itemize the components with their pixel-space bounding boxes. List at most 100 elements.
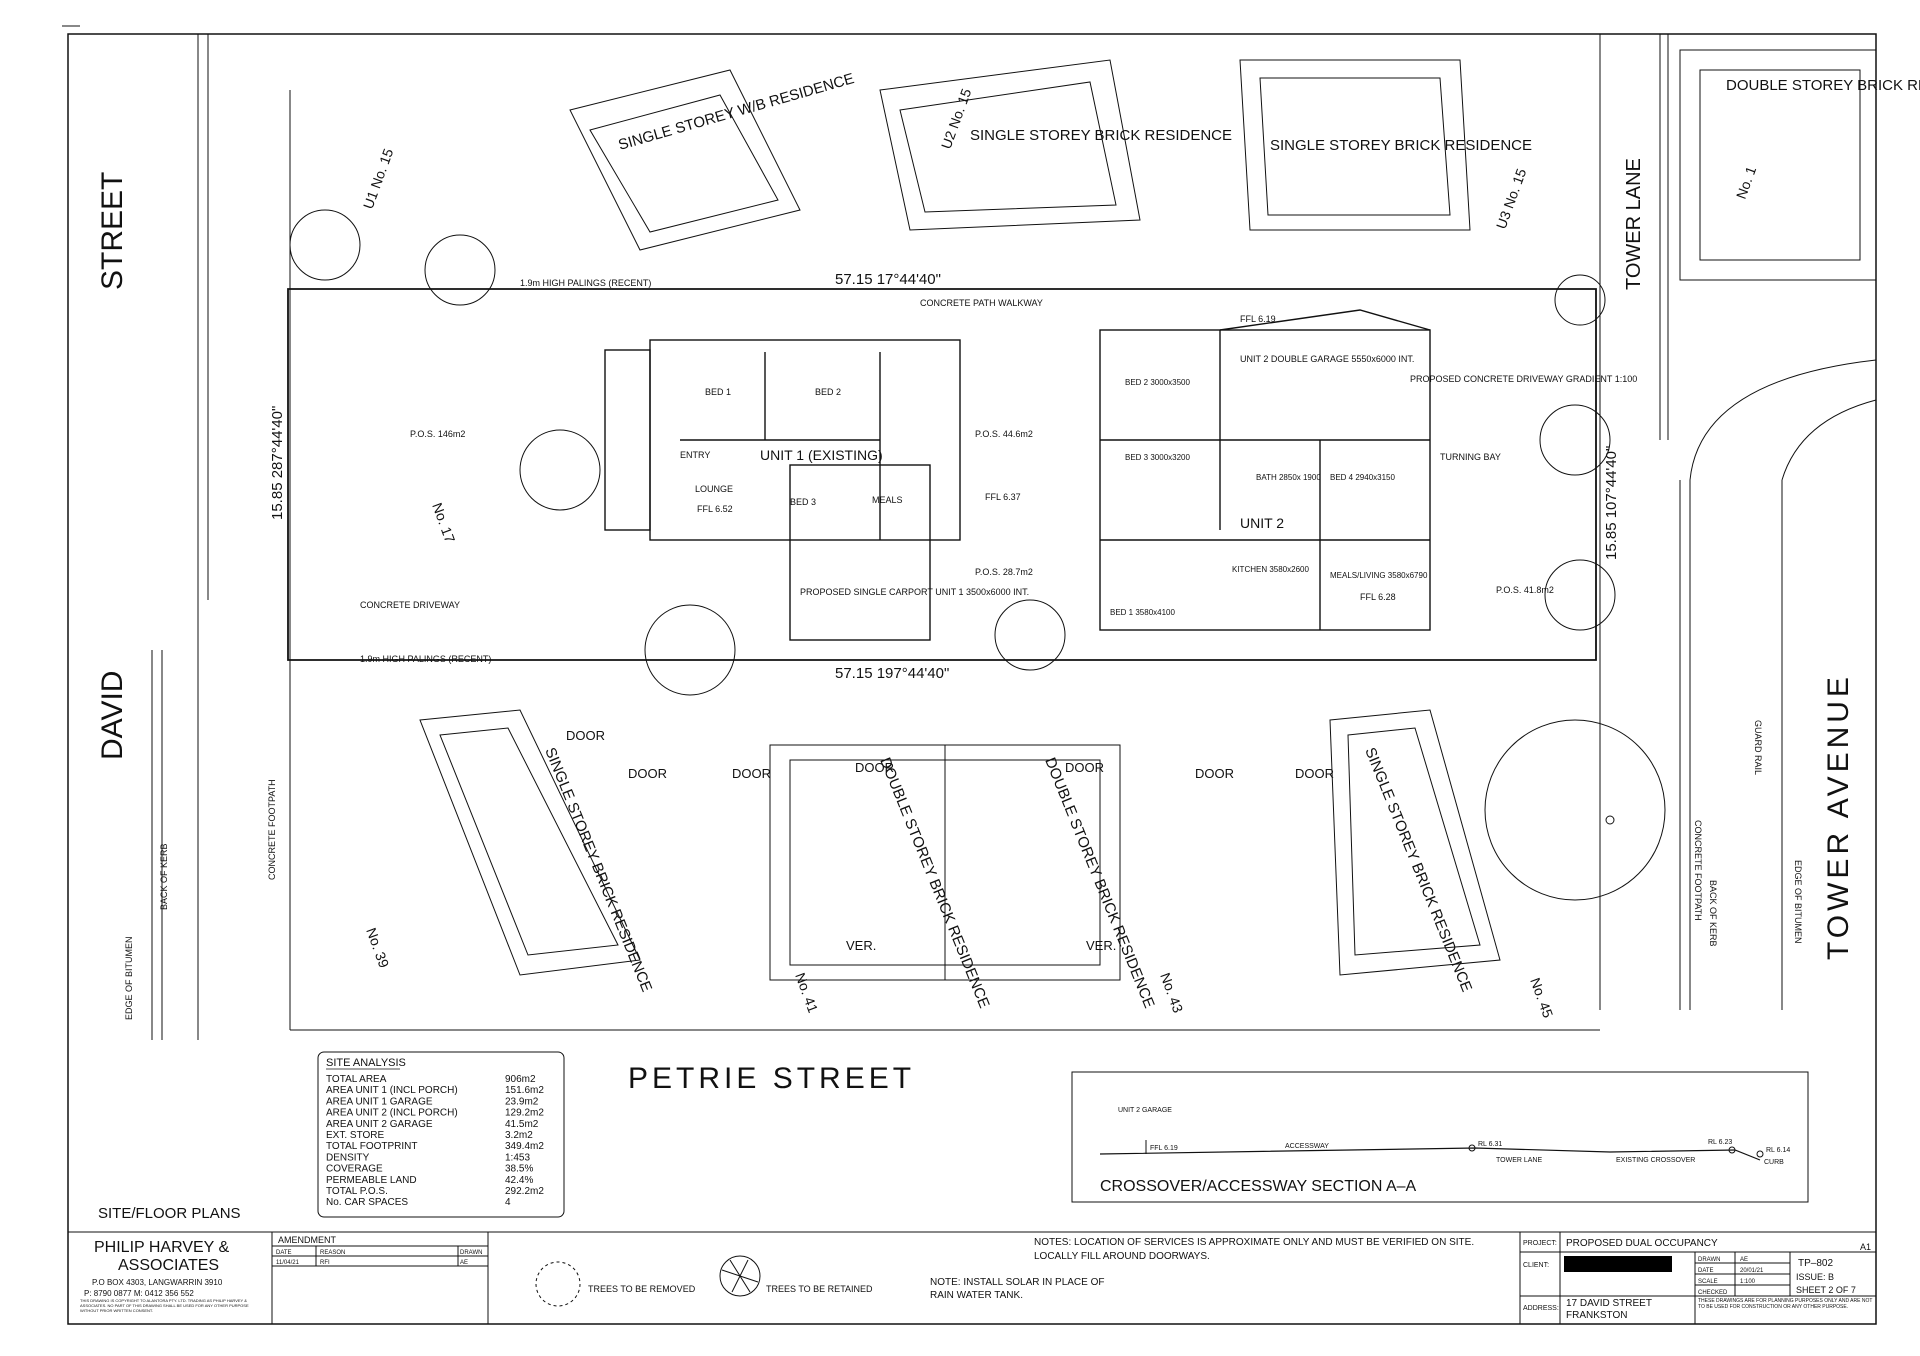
section-rl-614: RL 6.14 — [1766, 1147, 1790, 1154]
unit1-label: UNIT 1 (EXISTING) — [760, 447, 883, 463]
site-analysis-row-value: 151.6m2 — [505, 1085, 544, 1096]
sheet-border — [67, 33, 1877, 1325]
ffl-637-label: FFL 6.37 — [985, 492, 1021, 502]
boundary-right-label: 15.85 107°44'40" — [1603, 446, 1620, 560]
site-analysis-row-value: 23.9m2 — [505, 1096, 539, 1107]
section-tower-lane: TOWER LANE — [1496, 1157, 1542, 1164]
site-analysis-row-value: 292.2m2 — [505, 1186, 544, 1197]
edge-bitumen-label-left: EDGE OF BITUMEN — [124, 936, 134, 1020]
drawn-label: DRAWN — [1698, 1257, 1720, 1263]
boundary-top-label: 57.15 17°44'40" — [835, 271, 941, 288]
ver-label-2: VER. — [1086, 938, 1116, 953]
kitchen-u2-label: KITCHEN 3580x2600 — [1232, 565, 1309, 574]
amend-drawn: AE — [460, 1260, 468, 1266]
site-analysis-row-label: TOTAL FOOTPRINT — [326, 1141, 417, 1152]
unit2-outline — [1099, 309, 1431, 631]
lounge-label: LOUNGE — [695, 484, 733, 494]
no17-label: No. 17 — [429, 501, 458, 545]
garage-label: UNIT 2 DOUBLE GARAGE 5550x6000 INT. — [1240, 354, 1414, 364]
ffl-628-label: FFL 6.28 — [1360, 592, 1396, 602]
site-analysis-row-label: AREA UNIT 1 (INCL PORCH) — [326, 1085, 458, 1096]
section-existing-crossover: EXISTING CROSSOVER — [1616, 1157, 1695, 1164]
site-boundary — [287, 288, 1597, 661]
double-brick-residence-label-1: DOUBLE STOREY BRICK RESIDENCE — [876, 755, 992, 1010]
no41-label: No. 41 — [792, 971, 821, 1015]
unit1-outline — [604, 339, 961, 641]
drawn-value: AE — [1740, 1257, 1748, 1263]
david-street-label-2: DAVID — [96, 671, 129, 760]
carport-label: PROPOSED SINGLE CARPORT UNIT 1 3500x6000… — [800, 587, 1029, 597]
section-accessway: ACCESSWAY — [1285, 1143, 1329, 1150]
u1-no15-label: U1 No. 15 — [360, 146, 397, 211]
proposed-driveway-label: PROPOSED CONCRETE DRIVEWAY GRADIENT 1:10… — [1410, 374, 1637, 384]
ffl-619-label: FFL 6.19 — [1240, 314, 1276, 324]
site-analysis-row-value: 38.5% — [505, 1164, 533, 1175]
concrete-footpath-label-left: CONCRETE FOOTPATH — [267, 779, 277, 880]
door-label-6: DOOR — [1195, 766, 1234, 781]
disclaimer-note: THESE DRAWINGS ARE FOR PLANNING PURPOSES… — [1698, 1298, 1872, 1310]
neighbour-houses-bottom — [419, 709, 1501, 981]
concrete-driveway-label: CONCRETE DRIVEWAY — [360, 600, 460, 610]
door-label-1: DOOR — [566, 728, 605, 743]
amend-reason: RFI — [320, 1260, 330, 1266]
site-analysis-row-value: 4 — [505, 1197, 511, 1208]
amendment-heading: AMENDMENT — [278, 1235, 337, 1245]
pos-4-label: P.O.S. 41.8m2 — [1496, 585, 1554, 595]
door-label-3: DOOR — [732, 766, 771, 781]
date-value: 20/01/21 — [1740, 1268, 1764, 1274]
solar-note: NOTE: INSTALL SOLAR IN PLACE OF RAIN WAT… — [930, 1277, 1105, 1301]
legend-trees-retained: TREES TO BE RETAINED — [766, 1284, 873, 1294]
firm-address: P.O BOX 4303, LANGWARRIN 3910 — [92, 1278, 223, 1287]
site-analysis-row-label: No. CAR SPACES — [326, 1197, 408, 1208]
edge-bitumen-label-right: EDGE OF BITUMEN — [1793, 860, 1803, 944]
site-analysis-row-value: 42.4% — [505, 1175, 533, 1186]
bed3-label: BED 3 — [790, 497, 816, 507]
ver-label-1: VER. — [846, 938, 876, 953]
copyright-note: THIS DRAWING IS COPYRIGHT TO ALANTORA PT… — [80, 1298, 249, 1313]
crossover-section: UNIT 2 GARAGE FFL 6.19 ACCESSWAY RL 6.31… — [1071, 1071, 1809, 1203]
project-label: PROJECT: — [1523, 1240, 1557, 1247]
section-rl-631: RL 6.31 — [1478, 1141, 1502, 1148]
guard-rail-label: GUARD RAIL — [1753, 720, 1763, 775]
single-brick-residence-label-4: SINGLE STOREY BRICK RESIDENCE — [1361, 745, 1475, 994]
section-title: CROSSOVER/ACCESSWAY SECTION A–A — [1100, 1178, 1417, 1195]
david-street-label-1: STREET — [96, 172, 129, 290]
title-block-frame — [68, 1231, 1876, 1324]
petrie-street-label: PETRIE STREET — [628, 1062, 915, 1095]
amend-col-date: DATE — [276, 1250, 292, 1256]
site-analysis-row-label: TOTAL AREA — [326, 1074, 387, 1085]
bed2-label: BED 2 — [815, 387, 841, 397]
address-line2: FRANKSTON — [1566, 1310, 1628, 1321]
site-analysis-table: SITE ANALYSIS — [317, 1051, 565, 1218]
back-kerb-label-left: BACK OF KERB — [159, 843, 169, 910]
concrete-path-label: CONCRETE PATH WALKWAY — [920, 298, 1043, 308]
single-brick-residence-label-3: SINGLE STOREY BRICK RESIDENCE — [541, 745, 655, 994]
services-note: NOTES: LOCATION OF SERVICES IS APPROXIMA… — [1034, 1237, 1474, 1262]
section-ffl: FFL 6.19 — [1150, 1145, 1178, 1152]
section-curb: CURB — [1764, 1159, 1784, 1166]
no43-label: No. 43 — [1157, 971, 1186, 1015]
section-rl-623: RL 6.23 — [1708, 1139, 1732, 1146]
high-palings-bottom-label: 1.9m HIGH PALINGS (RECENT) — [360, 654, 491, 664]
site-analysis-row-label: AREA UNIT 1 GARAGE — [326, 1096, 433, 1107]
pos-3-label: P.O.S. 28.7m2 — [975, 567, 1033, 577]
entry-label: ENTRY — [680, 450, 710, 460]
site-analysis-row-label: AREA UNIT 2 GARAGE — [326, 1119, 433, 1130]
site-analysis-row-value: 129.2m2 — [505, 1108, 544, 1119]
tower-lane-label: TOWER LANE — [1623, 158, 1645, 290]
tree-retained-symbol — [719, 1255, 761, 1297]
pos-2-label: P.O.S. 44.6m2 — [975, 429, 1033, 439]
bed-u2-2-label: BED 2 3000x3500 — [1125, 378, 1190, 387]
amend-col-drawn: DRAWN — [460, 1250, 482, 1256]
double-brick-residence-label: DOUBLE STOREY BRICK RESIDENCE — [1726, 77, 1920, 94]
bed-u2-4-label: BED 4 2940x3150 — [1330, 473, 1395, 482]
door-label-2: DOOR — [628, 766, 667, 781]
amend-date: 11/04/21 — [276, 1260, 300, 1266]
meals-label: MEALS — [872, 495, 903, 505]
u3-no15-label: U3 No. 15 — [1493, 166, 1530, 231]
back-kerb-label-right: BACK OF KERB — [1708, 880, 1718, 947]
site-analysis-row-value: 349.4m2 — [505, 1141, 544, 1152]
drawing-number: TP–802 — [1798, 1258, 1833, 1269]
